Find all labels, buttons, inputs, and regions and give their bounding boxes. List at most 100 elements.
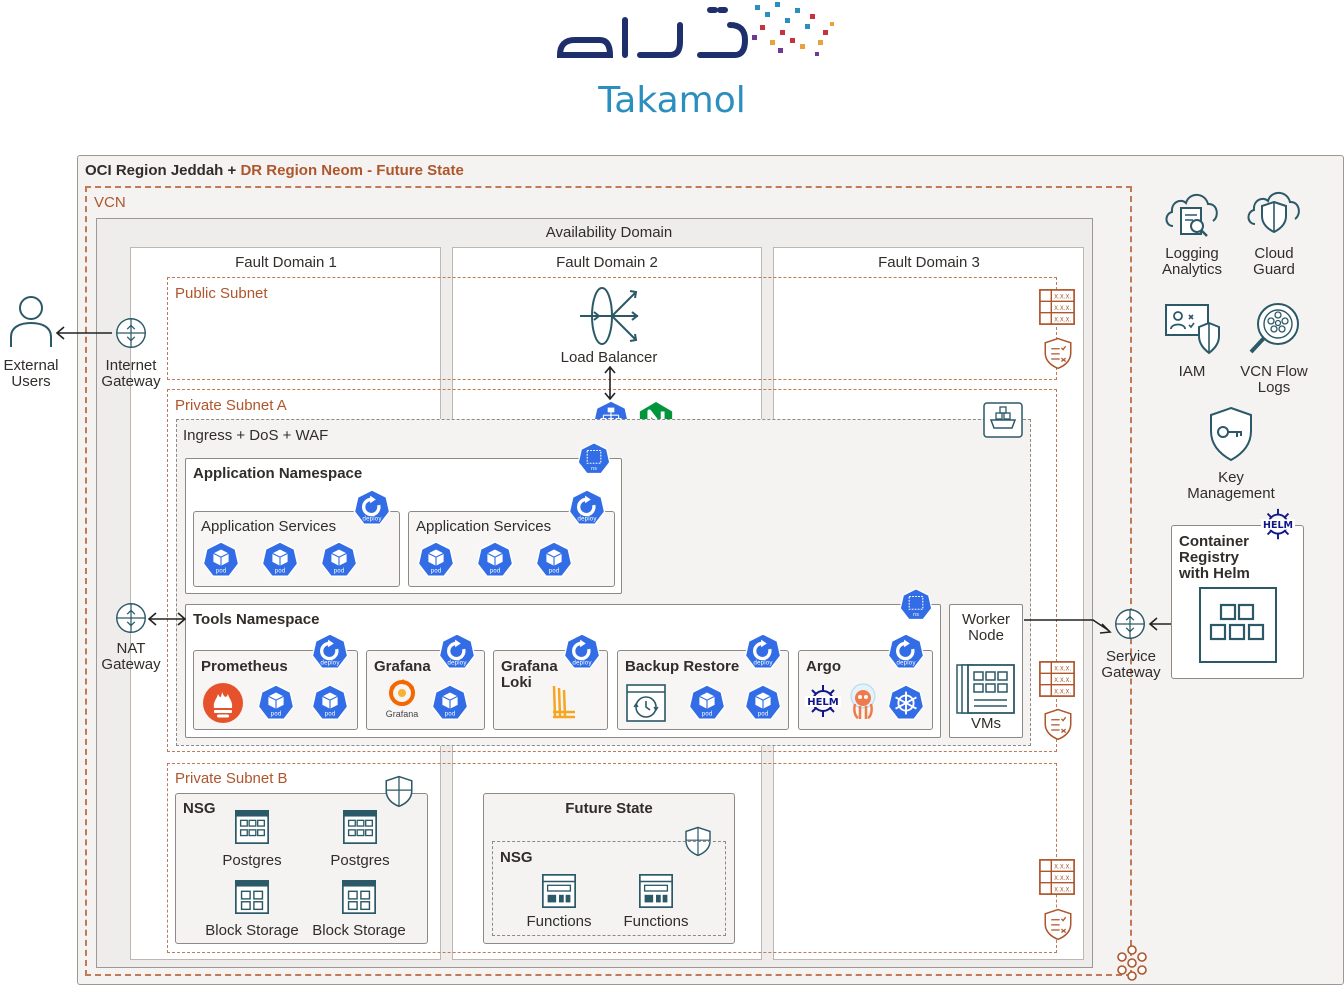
- worker-node-title-line2: Node: [968, 627, 1004, 644]
- block-storage-label: Block Storage: [205, 922, 299, 939]
- pod-icon: [320, 541, 358, 579]
- service-gateway-line2: Gateway: [1101, 664, 1161, 681]
- loki-icon: [552, 685, 575, 719]
- block-storage-icon: [340, 878, 378, 916]
- load-balancer-icon[interactable]: [578, 285, 640, 347]
- private-subnet-a-label: Private Subnet A: [175, 397, 287, 414]
- logging-analytics-line2: Analytics: [1161, 261, 1223, 278]
- deployment-icon: [438, 633, 476, 671]
- cloud-guard-line2: Guard: [1253, 261, 1295, 278]
- container-registry-line2: Registry: [1179, 549, 1240, 566]
- key-management-line1: Key: [1218, 469, 1244, 486]
- pod-icon: [257, 684, 295, 722]
- security-list-icon: [1041, 335, 1075, 371]
- load-balancer-label: Load Balancer: [560, 349, 658, 366]
- vcn-label: VCN: [94, 194, 126, 211]
- deployment-icon: [568, 489, 606, 527]
- iam-label: IAM: [1178, 363, 1206, 380]
- key-management-icon[interactable]: [1208, 406, 1254, 462]
- container-registry-line1: Container: [1179, 533, 1250, 550]
- nsg-label: NSG: [183, 800, 216, 817]
- functions-icon: [637, 872, 675, 910]
- deployment-icon: [744, 633, 782, 671]
- service-gateway-line1: Service: [1105, 648, 1157, 665]
- fault-domain-3-label: Fault Domain 3: [878, 254, 980, 271]
- pod-icon: [535, 541, 573, 579]
- service-gateway-icon[interactable]: [1111, 605, 1149, 643]
- deployment-icon: [353, 489, 391, 527]
- logging-analytics-label: Logging Analytics: [1162, 246, 1222, 278]
- logo-mark: [556, 2, 834, 58]
- pod-icon: [688, 684, 726, 722]
- future-state-title: Future State: [565, 800, 653, 817]
- tool-argo-label: Argo: [806, 658, 841, 675]
- deployment-icon: [563, 633, 601, 671]
- application-namespace-title: Application Namespace: [193, 465, 363, 482]
- argo-icon: [850, 683, 876, 720]
- logging-analytics-icon[interactable]: [1163, 188, 1221, 238]
- pod-icon: [202, 541, 240, 579]
- ingress-label: Ingress + DoS + WAF: [183, 427, 329, 444]
- fault-domain-1-label: Fault Domain 1: [235, 254, 337, 271]
- logo-wordmark: Takamol: [598, 80, 746, 121]
- region-title-dr: DR Region Neom - Future State: [240, 162, 464, 179]
- worker-node-title: Worker Node: [962, 612, 1010, 644]
- internet-gateway-label: Internet Gateway: [101, 358, 160, 390]
- public-subnet-label: Public Subnet: [175, 285, 268, 302]
- internet-gateway-line2: Gateway: [101, 373, 161, 390]
- fault-domain-2-label: Fault Domain 2: [556, 254, 658, 271]
- internet-gateway-icon[interactable]: [112, 314, 150, 352]
- future-nsg-label: NSG: [500, 849, 533, 866]
- nat-gateway-line2: Gateway: [101, 656, 161, 673]
- nat-gateway-line1: NAT: [116, 640, 146, 657]
- grafana-icon: [389, 679, 415, 706]
- key-management-line2: Management: [1187, 485, 1275, 502]
- worker-service-gateway-connector: [1024, 619, 1112, 634]
- registry-service-gateway-connector: [1148, 617, 1172, 631]
- public-subnet: [167, 277, 1057, 380]
- route-table-icon: [1038, 288, 1076, 326]
- application-services-label: Application Services: [201, 518, 337, 535]
- vcn-flow-logs-line1: VCN Flow: [1240, 363, 1308, 380]
- tool-grafana-label: Grafana: [374, 658, 431, 675]
- region-title-main: OCI Region Jeddah +: [85, 162, 241, 179]
- vcn-icon: [1117, 945, 1147, 981]
- pod-icon: [261, 541, 299, 579]
- grafana-caption: Grafana: [385, 709, 419, 719]
- nat-gateway-icon[interactable]: [112, 599, 150, 637]
- svg-text:HELM: HELM: [1263, 520, 1293, 531]
- lb-svc-connector: [604, 365, 616, 401]
- namespace-icon: [899, 588, 933, 622]
- pod-icon: [431, 684, 469, 722]
- external-users-label: External Users: [3, 358, 58, 390]
- tools-namespace-title: Tools Namespace: [193, 611, 320, 628]
- functions-label: Functions: [623, 913, 689, 930]
- takamol-logo: Takamol: [540, 0, 840, 120]
- future-state-nsg: [492, 841, 726, 936]
- service-gateway-label: Service Gateway: [1101, 649, 1160, 681]
- postgres-db-icon: [341, 808, 379, 846]
- oke-cluster-icon: [983, 402, 1023, 438]
- internet-gateway-line1: Internet: [105, 357, 157, 374]
- nsg-shield-icon: [382, 772, 416, 810]
- pod-icon: [417, 541, 455, 579]
- svg-text:HELM: HELM: [807, 697, 839, 708]
- private-subnet-b: [167, 763, 1057, 953]
- block-storage-icon: [233, 878, 271, 916]
- security-list-icon: [1041, 906, 1075, 942]
- cloud-guard-icon[interactable]: [1245, 188, 1303, 238]
- helm-icon: HELM: [805, 685, 841, 717]
- prometheus-icon: [203, 683, 243, 723]
- postgres-label: Postgres: [222, 852, 282, 869]
- vms-label: VMs: [971, 715, 1001, 732]
- vcn-flow-logs-icon[interactable]: [1246, 300, 1304, 358]
- security-list-icon: [1041, 706, 1075, 742]
- functions-icon: [540, 872, 578, 910]
- tool-prometheus-label: Prometheus: [201, 658, 288, 675]
- future-state: [483, 793, 735, 944]
- worker-node-title-line1: Worker: [961, 611, 1011, 628]
- logging-analytics-line1: Logging: [1165, 245, 1219, 262]
- route-table-icon: [1038, 858, 1076, 896]
- iam-icon[interactable]: [1164, 303, 1222, 357]
- vcn-flow-logs-line2: Logs: [1257, 379, 1291, 396]
